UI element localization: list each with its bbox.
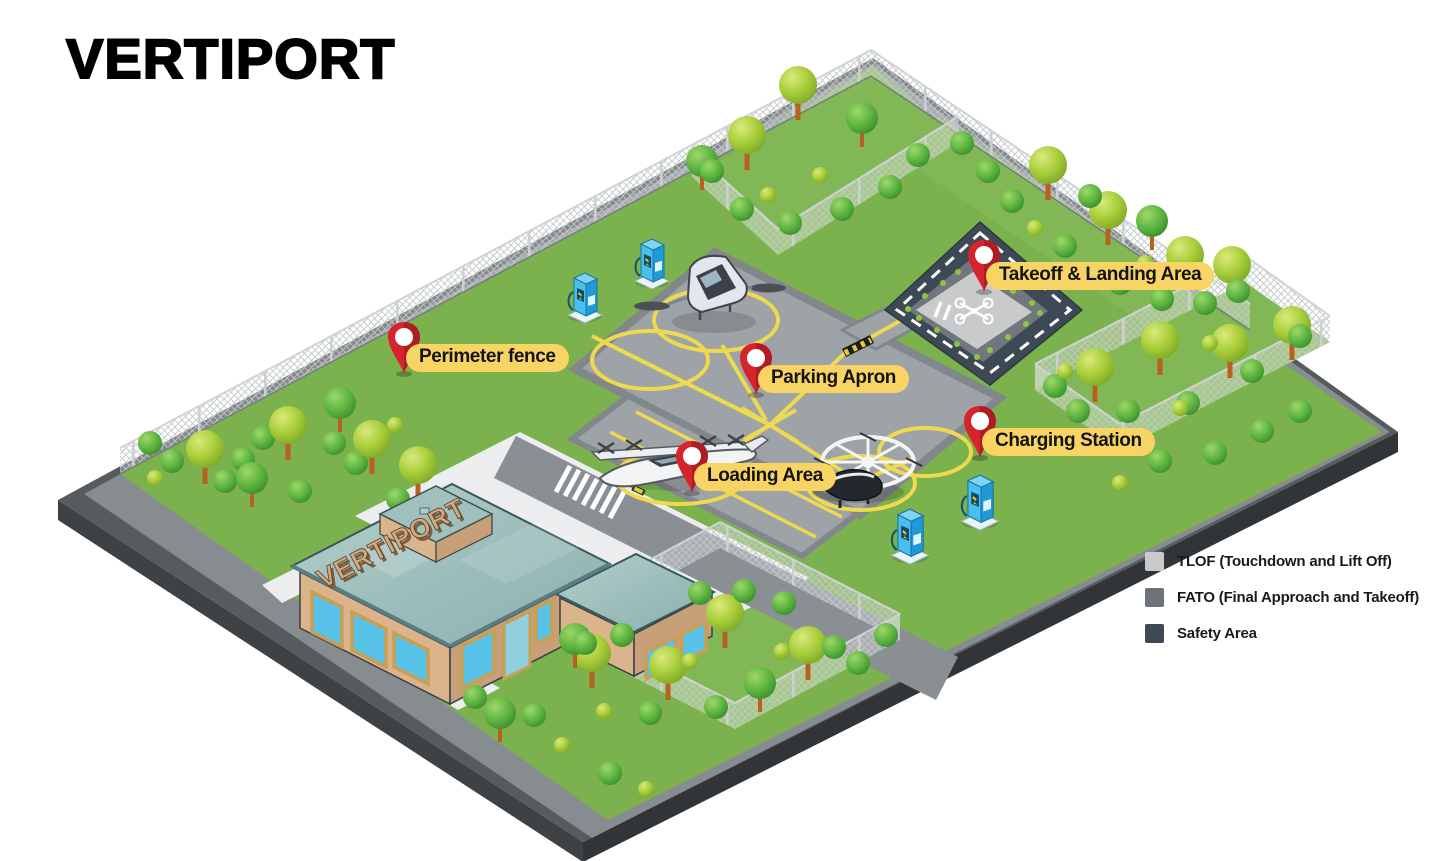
legend-swatch-fato <box>1145 587 1164 607</box>
crosswalk <box>553 464 627 520</box>
legend-label-fato: FATO (Final Approach and Takeoff) <box>1177 588 1420 606</box>
legend-swatch-tlof <box>1145 551 1164 571</box>
legend: TLOF (Touchdown and Lift Off) FATO (Fina… <box>1145 551 1419 643</box>
legend-row-fato: FATO (Final Approach and Takeoff) <box>1145 587 1419 607</box>
perimeter-fence <box>119 49 1251 475</box>
building-windows <box>310 589 708 691</box>
page-title: VERTIPORT <box>65 26 396 91</box>
legend-label-tlof: TLOF (Touchdown and Lift Off) <box>1177 552 1392 570</box>
legend-row-tlof: TLOF (Touchdown and Lift Off) <box>1145 551 1419 571</box>
legend-label-safety: Safety Area <box>1177 624 1257 642</box>
tlof-drone-marking <box>933 297 994 325</box>
rooftop-unit <box>378 485 494 563</box>
landing-pad <box>883 220 1084 386</box>
taxiway-hazard-bar <box>841 334 875 358</box>
evtol-cabin-drone <box>634 254 786 333</box>
legend-row-safety: Safety Area <box>1145 623 1419 643</box>
access-road <box>494 436 958 700</box>
entrance-door <box>502 608 532 682</box>
legend-swatch-safety <box>1145 623 1164 643</box>
